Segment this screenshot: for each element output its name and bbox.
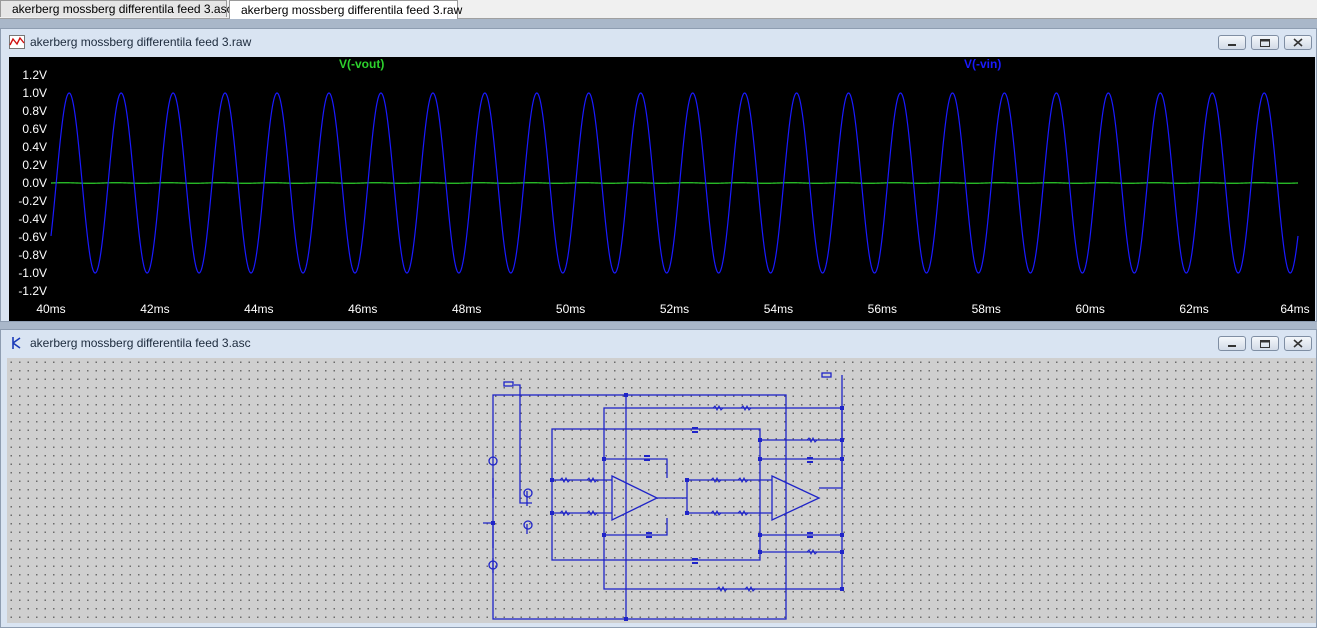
waveform-plot[interactable]: V(-vout) V(-vin) 1.2V 1.0V 0.8V 0.6V 0.4V 0.2… xyxy=(9,57,1315,321)
trace-vin[interactable] xyxy=(50,92,1299,274)
document-tab-bar: akerberg mossberg differentila feed 3.as… xyxy=(0,0,1317,19)
close-icon xyxy=(1293,339,1303,348)
close-icon xyxy=(1293,38,1303,47)
capacitor[interactable] xyxy=(692,427,698,429)
x-tick-label: 42ms xyxy=(140,302,169,316)
maximize-button[interactable] xyxy=(1251,35,1279,50)
wire xyxy=(604,458,668,536)
capacitors xyxy=(644,427,813,564)
waveform-icon xyxy=(9,35,25,49)
traces xyxy=(50,92,1299,274)
wire-loop xyxy=(603,407,843,590)
capacitor[interactable] xyxy=(646,532,652,534)
y-tick-label: 1.2V xyxy=(22,68,47,82)
net-label[interactable] xyxy=(821,372,832,378)
capacitor[interactable] xyxy=(644,455,650,457)
y-tick-label: -1.0V xyxy=(18,266,47,280)
waveform-window: akerberg mossberg differentila feed 3.ra… xyxy=(0,28,1317,322)
voltage-source[interactable] xyxy=(488,560,498,570)
x-axis: 40ms 42ms 44ms 46ms 48ms 50ms 52ms 54ms 56ms 58ms… xyxy=(36,302,1309,316)
minimize-icon xyxy=(1228,345,1236,347)
voltage-source[interactable] xyxy=(523,520,533,530)
resistor[interactable] xyxy=(716,585,756,593)
y-tick-label: -0.8V xyxy=(18,248,47,262)
resistor[interactable] xyxy=(559,509,598,517)
schematic-window-title: akerberg mossberg differentila feed 3.as… xyxy=(30,336,251,350)
waveform-chart[interactable]: V(-vout) V(-vin) 1.2V 1.0V 0.8V 0.6V 0.4V 0.2… xyxy=(9,57,1315,321)
x-tick-label: 64ms xyxy=(1280,302,1309,316)
resistors xyxy=(559,404,818,593)
schematic-wires xyxy=(483,372,843,620)
minimize-button[interactable] xyxy=(1218,336,1246,351)
minimize-icon xyxy=(1228,44,1236,46)
tab-label: akerberg mossberg differentila feed 3.as… xyxy=(12,2,233,16)
capacitor[interactable] xyxy=(807,532,813,534)
capacitor[interactable] xyxy=(807,457,813,459)
x-tick-label: 62ms xyxy=(1179,302,1208,316)
junctions xyxy=(491,393,844,621)
y-tick-label: 1.0V xyxy=(22,86,47,100)
trace-vout[interactable] xyxy=(50,182,1299,184)
capacitor[interactable] xyxy=(692,558,698,560)
resistor[interactable] xyxy=(559,476,598,484)
maximize-icon xyxy=(1260,39,1270,47)
y-tick-label: 0.0V xyxy=(22,176,47,190)
legend-vin[interactable]: V(-vin) xyxy=(964,57,1001,71)
y-tick-label: -0.6V xyxy=(18,230,47,244)
wire xyxy=(514,384,532,504)
maximize-button[interactable] xyxy=(1251,336,1279,351)
x-tick-label: 44ms xyxy=(244,302,273,316)
schematic-canvas[interactable] xyxy=(7,358,1316,623)
wire xyxy=(760,439,842,553)
x-tick-label: 54ms xyxy=(764,302,793,316)
mdi-background xyxy=(0,19,1317,28)
waveform-window-title: akerberg mossberg differentila feed 3.ra… xyxy=(30,35,252,49)
wire xyxy=(483,522,494,548)
resistor[interactable] xyxy=(712,404,752,412)
y-tick-label: 0.4V xyxy=(22,140,47,154)
schematic-drawing[interactable] xyxy=(7,358,1316,623)
x-tick-label: 58ms xyxy=(972,302,1001,316)
resistor[interactable] xyxy=(710,476,749,484)
wire xyxy=(657,479,772,514)
legend-vout[interactable]: V(-vout) xyxy=(339,57,384,71)
y-tick-label: -1.2V xyxy=(18,284,47,298)
voltage-source[interactable] xyxy=(488,456,498,466)
wire-loop xyxy=(551,428,761,561)
resistor[interactable] xyxy=(710,509,749,517)
close-button[interactable] xyxy=(1284,336,1312,351)
x-tick-label: 60ms xyxy=(1075,302,1104,316)
x-tick-label: 40ms xyxy=(36,302,65,316)
wire-loop xyxy=(492,394,787,620)
x-tick-label: 48ms xyxy=(452,302,481,316)
y-tick-label: 0.2V xyxy=(22,158,47,172)
opamp-2[interactable] xyxy=(771,474,821,522)
y-axis: 1.2V 1.0V 0.8V 0.6V 0.4V 0.2V 0.0V -0.2V -0.4V -0… xyxy=(18,68,47,298)
schematic-window-titlebar[interactable]: akerberg mossberg differentila feed 3.as… xyxy=(1,330,1316,356)
tab-label: akerberg mossberg differentila feed 3.ra… xyxy=(241,3,463,17)
y-tick-label: -0.2V xyxy=(18,194,47,208)
net-label[interactable] xyxy=(503,381,514,387)
waveform-window-titlebar[interactable]: akerberg mossberg differentila feed 3.ra… xyxy=(1,29,1316,55)
maximize-icon xyxy=(1260,340,1270,348)
opamp-1[interactable] xyxy=(611,474,659,522)
y-tick-label: -0.4V xyxy=(18,212,47,226)
wire xyxy=(819,375,843,489)
schematic-icon xyxy=(12,337,21,349)
voltage-source[interactable] xyxy=(523,488,533,498)
x-tick-label: 52ms xyxy=(660,302,689,316)
tab-waveform[interactable]: akerberg mossberg differentila feed 3.ra… xyxy=(229,0,462,19)
x-tick-label: 46ms xyxy=(348,302,377,316)
wire xyxy=(552,479,612,514)
resistor[interactable] xyxy=(806,436,818,556)
schematic-window: akerberg mossberg differentila feed 3.as… xyxy=(0,329,1317,628)
close-button[interactable] xyxy=(1284,35,1312,50)
x-tick-label: 56ms xyxy=(868,302,897,316)
minimize-button[interactable] xyxy=(1218,35,1246,50)
x-tick-label: 50ms xyxy=(556,302,585,316)
y-tick-label: 0.8V xyxy=(22,104,47,118)
y-tick-label: 0.6V xyxy=(22,122,47,136)
tab-schematic[interactable]: akerberg mossberg differentila feed 3.as… xyxy=(0,0,233,17)
mdi-background xyxy=(0,322,1317,329)
